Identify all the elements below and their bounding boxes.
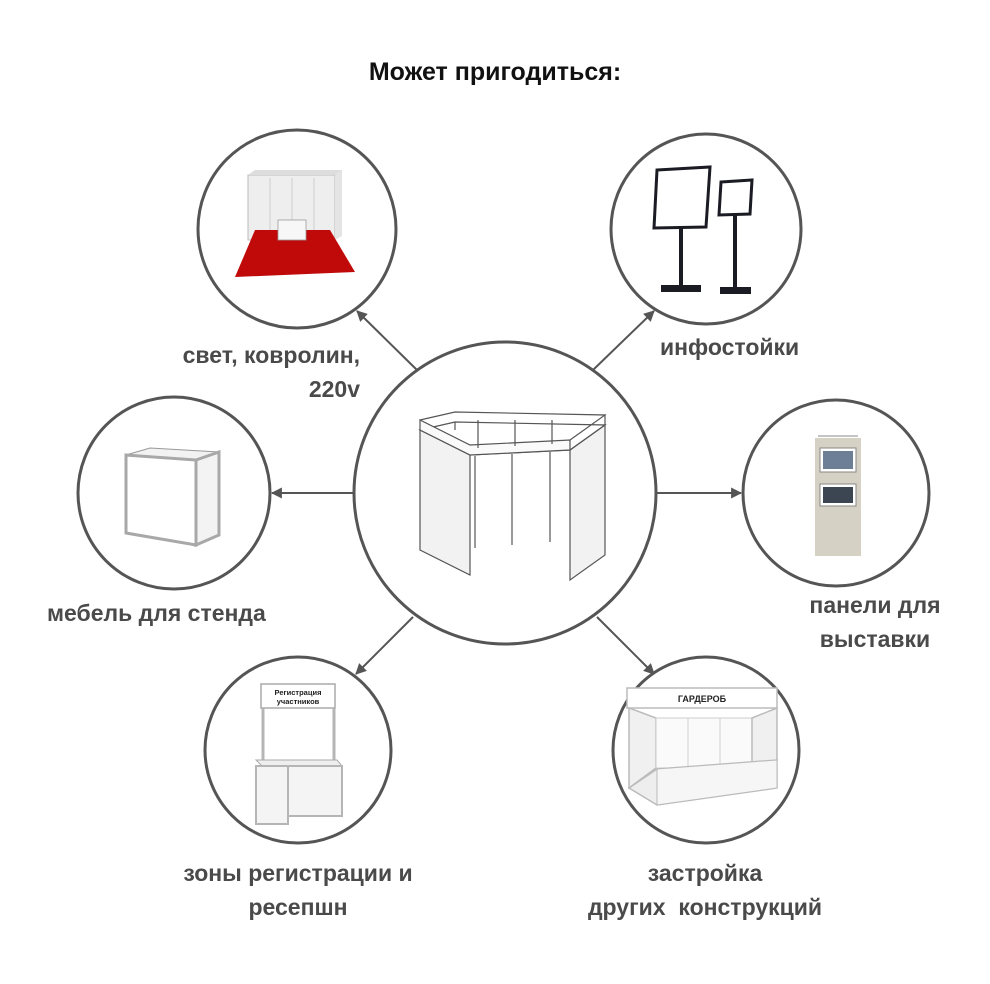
cloakroom-construction-icon: ГАРДЕРОБ [626,687,778,806]
label-furniture: мебель для стенда [47,600,266,626]
registration-desk-icon: Регистрация участников [254,683,344,825]
booth-with-carpet-icon [235,170,355,277]
reception-circle [203,655,393,845]
construction-sign: ГАРДЕРОБ [678,694,727,704]
label-panels: панели для выставки [809,592,941,652]
reception-sign-line2: участников [277,697,320,706]
arrow-to-construction [596,616,655,675]
info-circle [609,132,803,326]
info-stand-icon [652,165,754,294]
page-title: Может пригодиться: [368,58,622,86]
counter-furniture-icon [124,447,221,548]
arrow-to-light [356,310,418,371]
label-light: свет, ковролин, 220v [182,342,360,402]
exhibition-booth-icon [418,411,607,582]
reception-sign-line1: Регистрация [275,688,322,697]
label-construction: застройка других конструкций [587,860,823,920]
label-info: инфостойки [660,334,800,360]
center-circle [352,340,658,646]
label-reception: зоны регистрации и ресепшн [183,860,413,920]
arrow-to-info [592,310,655,371]
arrow-to-reception [355,616,414,675]
exhibition-panel-icon [815,435,861,556]
